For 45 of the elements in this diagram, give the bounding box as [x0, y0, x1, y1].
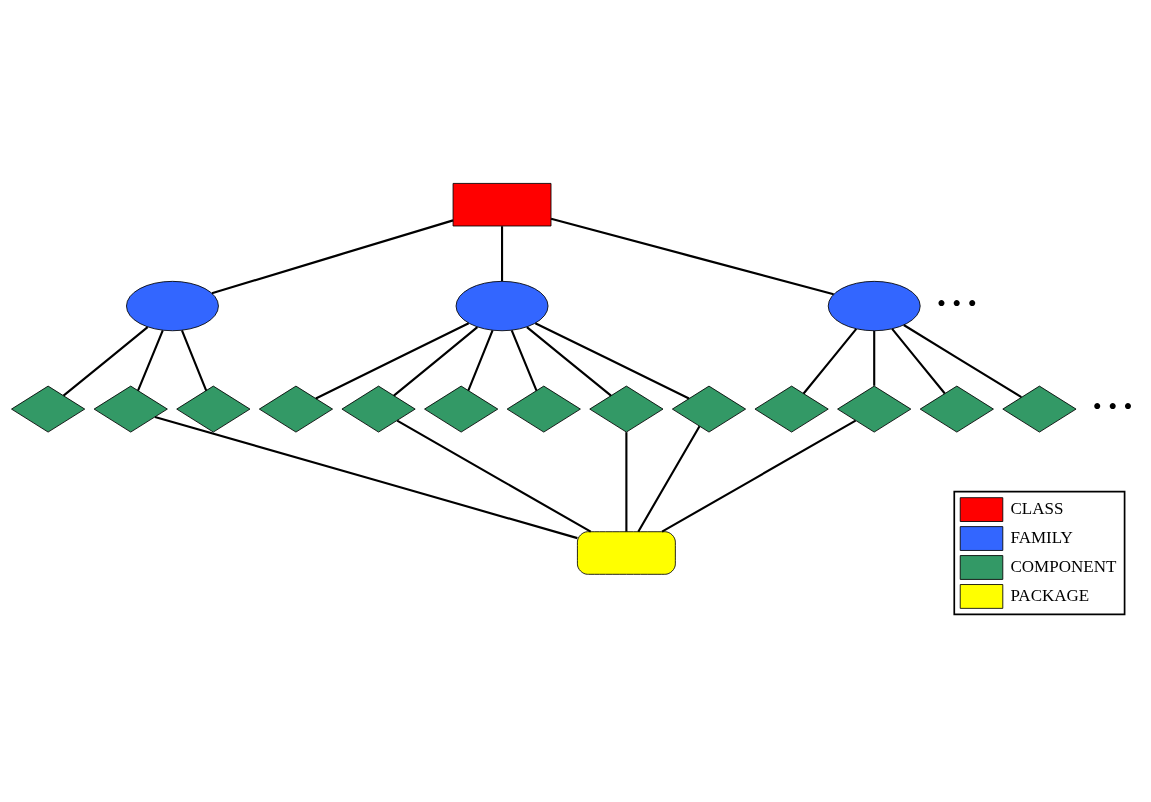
- node-diamond: [341, 385, 416, 433]
- node-diamond: [506, 385, 581, 433]
- node-box: [452, 183, 552, 227]
- connector: [501, 226, 504, 282]
- node-diamond: [93, 385, 168, 433]
- node-ellipse: [455, 280, 549, 332]
- legend-label: FAMILY: [1010, 527, 1073, 547]
- label: • • •: [1092, 392, 1133, 422]
- connector: [396, 419, 592, 533]
- legend-label: COMPONENT: [1010, 556, 1117, 576]
- connector: [137, 330, 164, 391]
- connector: [467, 330, 494, 391]
- node-diamond: [11, 385, 86, 433]
- legend-label: CLASS: [1010, 498, 1064, 518]
- connector: [625, 432, 628, 532]
- connector: [802, 328, 858, 395]
- connector: [393, 326, 479, 397]
- label: • • •: [937, 289, 977, 319]
- connector: [661, 419, 857, 533]
- connector: [550, 217, 834, 296]
- node-diamond: [424, 385, 499, 433]
- connector: [903, 324, 1022, 399]
- node-diamond: [589, 385, 664, 433]
- node-ellipse: [827, 280, 921, 332]
- node-diamond: [754, 385, 829, 433]
- legend-label: PACKAGE: [1010, 585, 1090, 605]
- node-ellipse: [126, 280, 219, 332]
- connector: [315, 322, 470, 400]
- node-diamond: [258, 385, 333, 433]
- connector: [154, 415, 578, 540]
- node-diamond: [176, 385, 251, 433]
- connector: [62, 326, 149, 397]
- connector: [637, 425, 701, 533]
- node-diamond: [1002, 385, 1077, 433]
- node-diamond: [671, 385, 747, 433]
- connector: [510, 330, 538, 391]
- connector: [534, 322, 690, 400]
- node-diamond: [837, 385, 912, 433]
- node-diamond: [919, 385, 994, 433]
- connector: [526, 326, 612, 397]
- connector: [211, 219, 454, 295]
- node-box: [577, 531, 676, 575]
- connector: [180, 330, 208, 391]
- connector: [873, 330, 876, 386]
- connector: [891, 328, 946, 395]
